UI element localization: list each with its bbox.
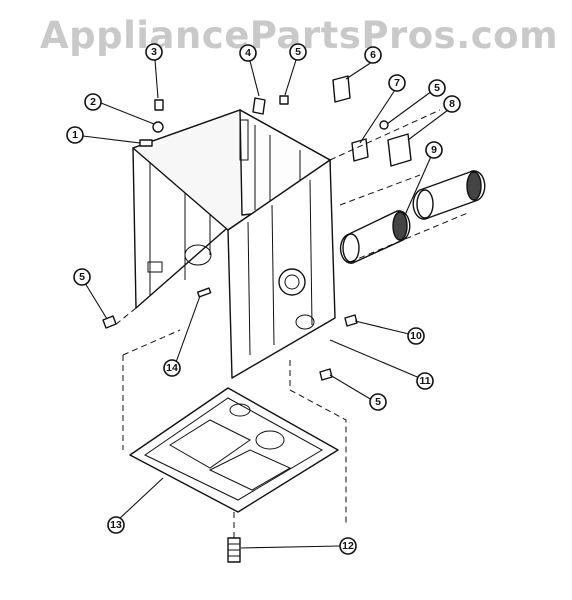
callout-5a: 5 [289,43,307,61]
svg-text:5: 5 [295,46,301,58]
part-12-leveling-leg [227,537,241,563]
callout-9: 9 [425,141,443,159]
callout-5b: 5 [428,79,446,97]
callout-3: 3 [145,43,163,61]
alignment-lines [114,109,471,538]
callout-12: 12 [339,537,357,555]
part-13-base [129,387,339,513]
part-5-screw-top [279,95,289,105]
svg-text:5: 5 [79,271,85,283]
part-2-grommet [152,121,164,133]
part-6-plate [332,75,351,103]
svg-text:5: 5 [375,396,381,408]
part-5-screw-left [102,315,117,329]
part-14-clip [196,287,212,298]
svg-text:12: 12 [342,540,354,552]
callout-5d: 5 [369,393,387,411]
svg-text:3: 3 [151,46,157,58]
part-5-screw-bottom [319,368,333,381]
part-1-clip [139,139,153,147]
svg-text:6: 6 [370,49,376,61]
part-10-screw [344,314,358,327]
callout-5c: 5 [73,268,91,286]
svg-text:11: 11 [419,375,430,387]
callout-1: 1 [66,126,84,144]
part-4-bracket [252,97,266,115]
part-8-cover [387,133,412,167]
part-3-screw [154,99,164,111]
svg-text:8: 8 [449,98,455,110]
svg-text:5: 5 [434,82,440,94]
leader-lines [82,59,449,549]
cabinet-front-panel [227,159,336,379]
callout-14: 14 [163,359,181,377]
part-9-vent-tubes [339,170,486,264]
part-5-screw-right [379,120,389,130]
svg-text:1: 1 [72,129,78,141]
callout-6: 6 [364,46,382,64]
svg-text:9: 9 [431,144,437,156]
callout-4: 4 [239,44,257,62]
svg-text:13: 13 [110,519,122,531]
callout-2: 2 [84,93,102,111]
callout-7: 7 [388,74,406,92]
callout-8: 8 [443,95,461,113]
front-vent-opening [278,268,306,296]
svg-text:4: 4 [245,47,251,59]
svg-text:7: 7 [394,77,400,89]
callout-10: 10 [407,327,425,345]
svg-text:2: 2 [90,96,96,108]
callout-13: 13 [107,516,125,534]
svg-text:10: 10 [410,330,422,342]
callout-11: 11 [416,372,434,390]
svg-text:14: 14 [166,362,178,374]
